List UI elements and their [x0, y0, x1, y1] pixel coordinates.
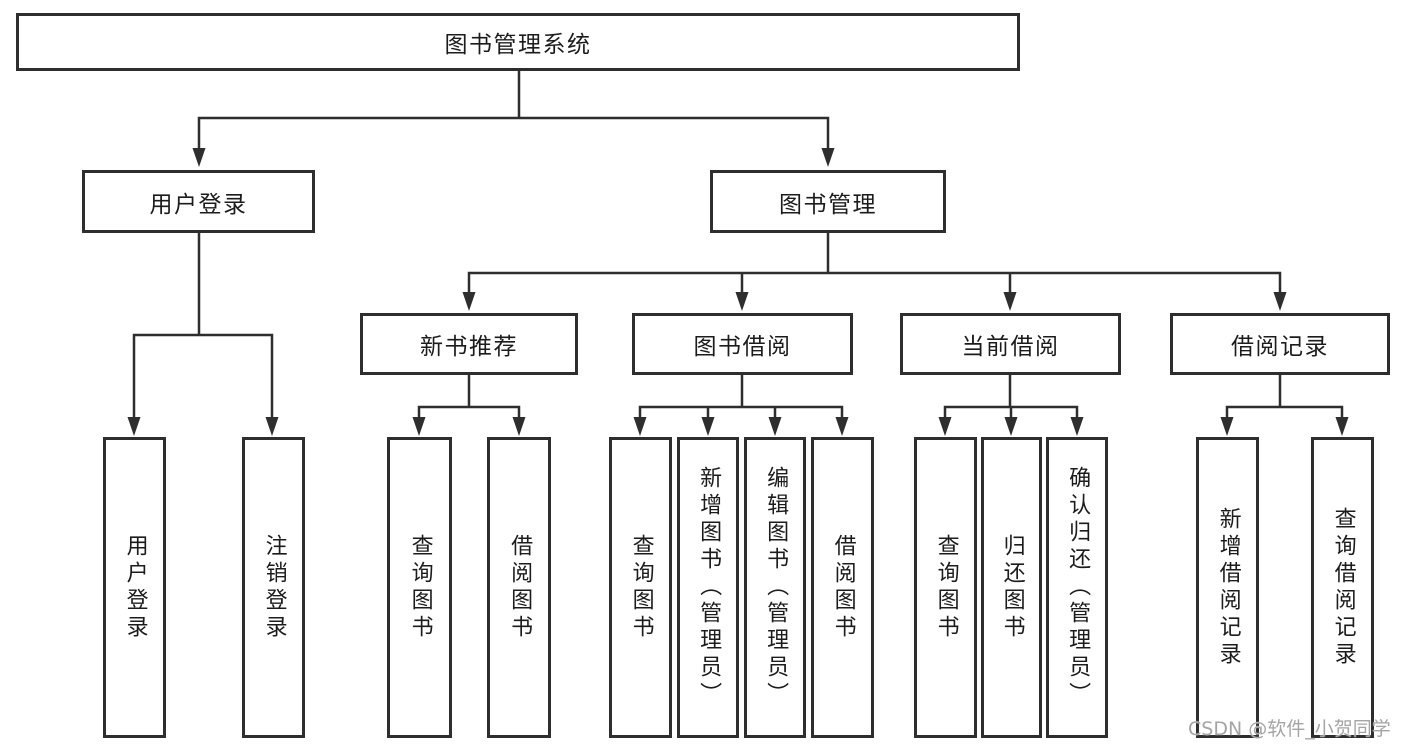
node-leaf-query-books-1: 查询图书	[387, 437, 452, 738]
node-leaf-add-borrow-record: 新增借阅记录	[1196, 437, 1259, 738]
connector-user-login-arrowheads	[127, 417, 279, 436]
node-leaf-borrow-books-2-label: 借阅图书	[830, 533, 856, 642]
connector-new-book-rec-arrowheads	[412, 417, 526, 436]
node-user-login-label: 用户登录	[149, 191, 248, 218]
node-leaf-return-books-label: 归还图书	[999, 533, 1025, 642]
node-leaf-borrow-books-2: 借阅图书	[811, 437, 874, 738]
connector-book-mgmt-to-level3	[467, 231, 1282, 296]
node-leaf-edit-books-admin-label: 编辑图书（管理员）	[763, 466, 789, 709]
node-library-system-label: 图书管理系统	[444, 32, 592, 58]
node-leaf-user-login-label: 用户登录	[122, 533, 148, 642]
connector-borrow-records-arrowheads	[1220, 417, 1349, 436]
node-book-borrowing-label: 图书借阅	[693, 334, 792, 360]
node-leaf-borrow-books-1-label: 借阅图书	[507, 533, 533, 642]
node-leaf-query-books-3: 查询图书	[914, 437, 977, 738]
node-leaf-logout: 注销登录	[242, 437, 305, 738]
node-new-book-recommend-label: 新书推荐	[420, 334, 518, 360]
connector-user-login-to-children	[132, 231, 274, 422]
connector-root-to-level2	[197, 69, 830, 152]
node-leaf-confirm-return-admin: 确认归还（管理员）	[1046, 437, 1108, 738]
node-new-book-recommend: 新书推荐	[360, 313, 578, 375]
connector-book-borrowing-arrowheads	[633, 417, 849, 436]
node-leaf-query-borrow-record-label: 查询借阅记录	[1330, 506, 1356, 669]
node-user-login: 用户登录	[82, 170, 315, 233]
connector-new-book-rec-to-children	[417, 373, 521, 422]
node-leaf-user-login: 用户登录	[103, 437, 166, 738]
node-leaf-confirm-return-admin-label: 确认归还（管理员）	[1065, 466, 1091, 709]
node-current-borrowing-label: 当前借阅	[961, 334, 1060, 360]
node-book-management-label: 图书管理	[779, 191, 877, 218]
connector-borrow-records-to-children	[1225, 373, 1344, 422]
watermark: CSDN @软件_小贺同学	[1188, 718, 1391, 740]
node-library-system: 图书管理系统	[16, 13, 1020, 71]
node-leaf-logout-label: 注销登录	[261, 533, 287, 642]
node-leaf-add-books-admin: 新增图书（管理员）	[677, 437, 739, 738]
node-leaf-query-books-2: 查询图书	[609, 437, 672, 738]
node-leaf-edit-books-admin: 编辑图书（管理员）	[744, 437, 806, 738]
node-borrow-records: 借阅记录	[1170, 313, 1390, 375]
node-borrow-records-label: 借阅记录	[1231, 334, 1329, 360]
node-current-borrowing: 当前借阅	[900, 313, 1121, 375]
node-book-borrowing: 图书借阅	[632, 313, 853, 375]
connector-current-borrowing-to-children	[943, 373, 1079, 422]
node-leaf-add-books-admin-label: 新增图书（管理员）	[696, 466, 722, 709]
node-leaf-borrow-books-1: 借阅图书	[487, 437, 551, 738]
node-leaf-query-borrow-record: 查询借阅记录	[1311, 437, 1374, 738]
connector-book-mgmt-arrowheads	[462, 292, 1287, 311]
node-leaf-query-books-3-label: 查询图书	[933, 533, 959, 642]
connector-current-borrowing-arrowheads	[938, 417, 1084, 436]
node-book-management: 图书管理	[710, 170, 946, 233]
node-leaf-return-books: 归还图书	[981, 437, 1042, 738]
node-leaf-query-books-1-label: 查询图书	[407, 533, 433, 642]
node-leaf-query-books-2-label: 查询图书	[628, 533, 654, 642]
connector-book-borrowing-to-children	[638, 373, 844, 422]
connector-root-arrowheads	[192, 148, 835, 167]
node-leaf-add-borrow-record-label: 新增借阅记录	[1215, 506, 1241, 669]
